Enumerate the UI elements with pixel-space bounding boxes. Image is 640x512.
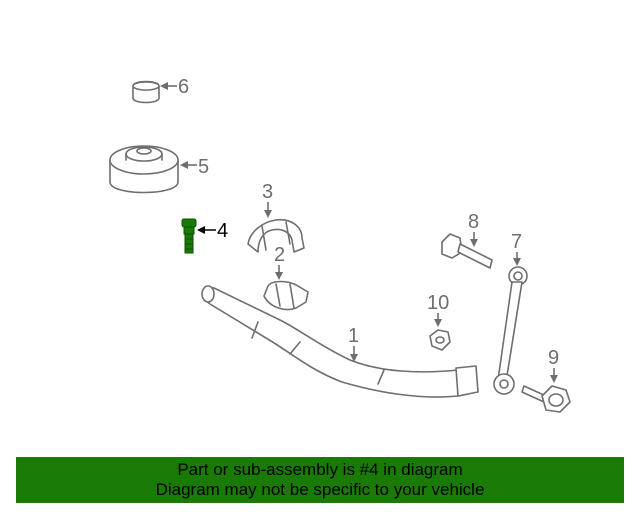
callout-6: 6 (160, 76, 189, 98)
svg-text:8: 8 (468, 211, 479, 233)
part-3-clamp[interactable] (247, 218, 305, 253)
svg-text:5: 5 (198, 156, 209, 178)
callout-10: 10 (427, 292, 449, 327)
svg-text:7: 7 (511, 231, 522, 253)
part-10-nut[interactable] (429, 329, 451, 351)
part-1-stabilizer-bar[interactable] (201, 285, 479, 398)
svg-text:3: 3 (262, 181, 273, 203)
callout-4: 4 (197, 220, 228, 242)
part-7-link[interactable] (493, 266, 528, 395)
part-6-cap[interactable] (132, 80, 160, 104)
banner-line-2: Diagram may not be specific to your vehi… (155, 480, 485, 499)
callout-7: 7 (511, 231, 522, 266)
part-5-bushing[interactable] (109, 145, 179, 194)
part-8-bolt[interactable] (441, 233, 493, 269)
banner-line-1: Part or sub-assembly is #4 in diagram (177, 460, 463, 479)
svg-text:4: 4 (217, 220, 228, 242)
svg-text:2: 2 (274, 244, 285, 266)
callout-3: 3 (262, 181, 273, 218)
svg-text:9: 9 (548, 347, 559, 369)
info-banner: Part or sub-assembly is #4 in diagram Di… (16, 457, 624, 503)
svg-text:6: 6 (178, 76, 189, 98)
callout-8: 8 (468, 211, 479, 247)
part-2-bushing[interactable] (263, 280, 309, 311)
callout-9: 9 (548, 347, 559, 383)
svg-text:10: 10 (427, 292, 449, 314)
callout-5: 5 (180, 156, 209, 178)
part-4-bolt[interactable] (181, 218, 197, 254)
callout-2: 2 (274, 244, 285, 280)
svg-text:1: 1 (348, 325, 359, 347)
callout-1: 1 (348, 325, 359, 362)
part-9-bolt[interactable] (521, 385, 571, 413)
